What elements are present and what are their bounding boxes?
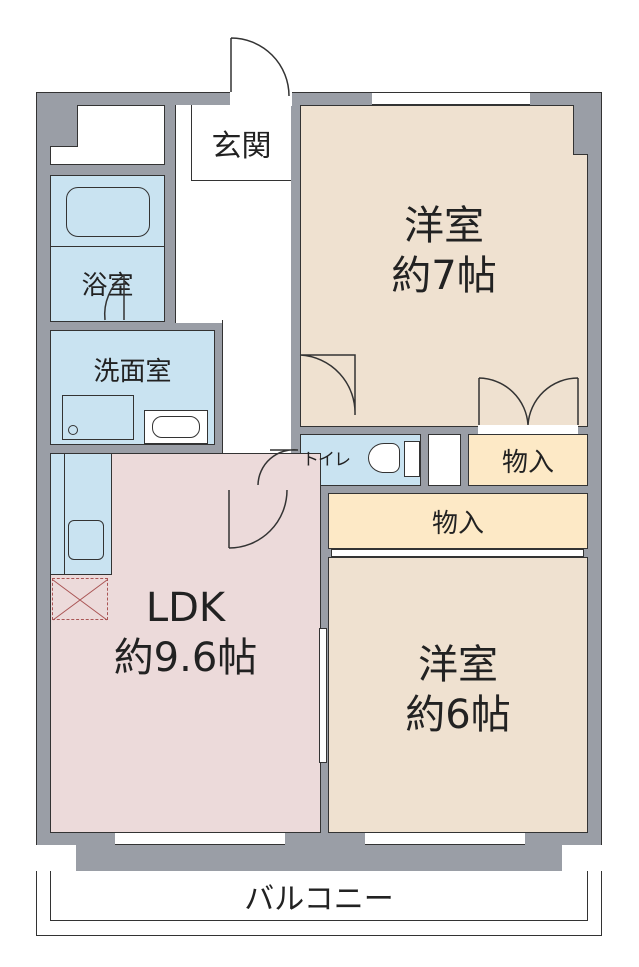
- storage-small: 物入: [468, 434, 588, 486]
- bathtub-area: [50, 175, 165, 247]
- ldk-size: 約9.6帖: [113, 635, 258, 681]
- wall-notch: [36, 845, 76, 871]
- counter-line: [64, 453, 65, 575]
- storage-long-label: 物入: [431, 508, 484, 539]
- bath-label: 浴室: [81, 271, 134, 301]
- toilet-icon: [368, 443, 400, 473]
- entrance-door-icon: [230, 37, 290, 97]
- refrigerator-space: [52, 578, 108, 620]
- pipe-space: [428, 434, 461, 486]
- washroom-label: 洗面室: [93, 357, 172, 387]
- wall-pillar: [50, 105, 78, 147]
- western-6-size: 約6帖: [405, 692, 511, 738]
- washroom: 洗面室: [50, 330, 215, 445]
- wall-bottom: [76, 845, 562, 871]
- entrance: 玄関: [191, 105, 291, 181]
- storage-long: 物入: [328, 493, 588, 549]
- wall-notch: [562, 845, 602, 871]
- toilet-label: トイレ: [302, 450, 351, 470]
- western-room-7: 洋室 約7帖: [300, 105, 588, 427]
- toilet-tank: [404, 441, 420, 477]
- ldk-name: LDK: [145, 585, 226, 631]
- washing-machine-icon: [62, 395, 134, 440]
- window-western-6: [365, 832, 525, 845]
- western-6-name: 洋室: [418, 642, 498, 688]
- entrance-door-opening: [230, 92, 292, 106]
- western-7-size: 約7帖: [391, 253, 497, 299]
- storage-sliding-door: [331, 549, 584, 557]
- bathtub-icon: [66, 187, 150, 237]
- storage-small-label: 物入: [501, 447, 554, 478]
- window-top: [372, 92, 530, 105]
- sink-icon: [144, 410, 208, 444]
- western-room-6: 洋室 約6帖: [328, 557, 588, 833]
- western-7-name: 洋室: [404, 203, 484, 249]
- entrance-label: 玄関: [211, 128, 272, 164]
- kitchen-sink-icon: [68, 520, 104, 560]
- wall-pillar: [573, 105, 588, 155]
- drain-icon: [68, 425, 78, 435]
- sliding-door-ldk: [319, 628, 327, 763]
- sink-basin: [152, 416, 200, 438]
- window-ldk: [115, 832, 285, 845]
- balcony-label: バルコニー: [244, 882, 394, 917]
- storage-door: [478, 425, 578, 434]
